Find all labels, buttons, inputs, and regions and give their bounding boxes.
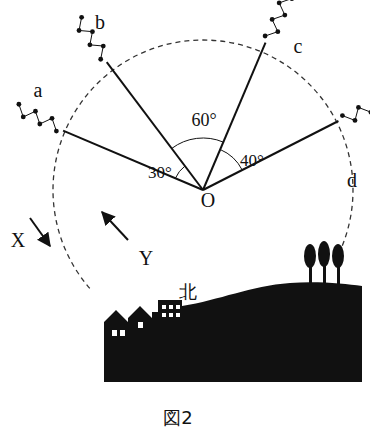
star: [37, 122, 42, 127]
figure-caption: 図2: [163, 409, 192, 427]
star: [87, 42, 92, 47]
star: [90, 29, 95, 34]
star: [340, 113, 345, 118]
star: [16, 102, 21, 107]
star: [50, 116, 55, 121]
angle-label: 30°: [148, 164, 172, 181]
star: [282, 13, 287, 18]
star-label: a: [34, 80, 43, 100]
star: [353, 118, 358, 123]
star: [275, 29, 280, 34]
radial-line: [107, 62, 203, 190]
star: [277, 0, 282, 5]
angle-label: 60°: [191, 111, 216, 129]
direction-label: 北: [179, 283, 197, 301]
star: [101, 44, 106, 49]
constellation: [19, 104, 57, 131]
motion-arrow: [30, 218, 50, 246]
angle-label: 40°: [240, 152, 264, 169]
arrow-label: Y: [139, 248, 153, 268]
star-label: b: [95, 12, 105, 32]
star: [369, 110, 370, 115]
constellation: [265, 0, 292, 36]
star: [263, 34, 268, 39]
radial-line: [203, 121, 338, 190]
landscape: [104, 241, 362, 382]
star: [54, 129, 59, 134]
star: [356, 105, 361, 110]
angle-arc: [172, 138, 224, 148]
motion-arrow: [102, 212, 128, 240]
radial-line: [63, 131, 203, 190]
arrow-label: X: [11, 230, 25, 250]
star: [98, 57, 103, 62]
angle-arc: [220, 149, 242, 170]
angle-arc: [175, 166, 185, 178]
star: [289, 0, 294, 1]
star: [270, 17, 275, 22]
constellation: [342, 99, 370, 120]
star-label: c: [294, 36, 303, 56]
star-label: d: [347, 170, 357, 190]
dashed-circle: [53, 40, 353, 288]
center-label: O: [201, 190, 215, 210]
star: [33, 109, 38, 114]
star: [79, 15, 84, 20]
star: [77, 28, 82, 33]
star: [21, 115, 26, 120]
